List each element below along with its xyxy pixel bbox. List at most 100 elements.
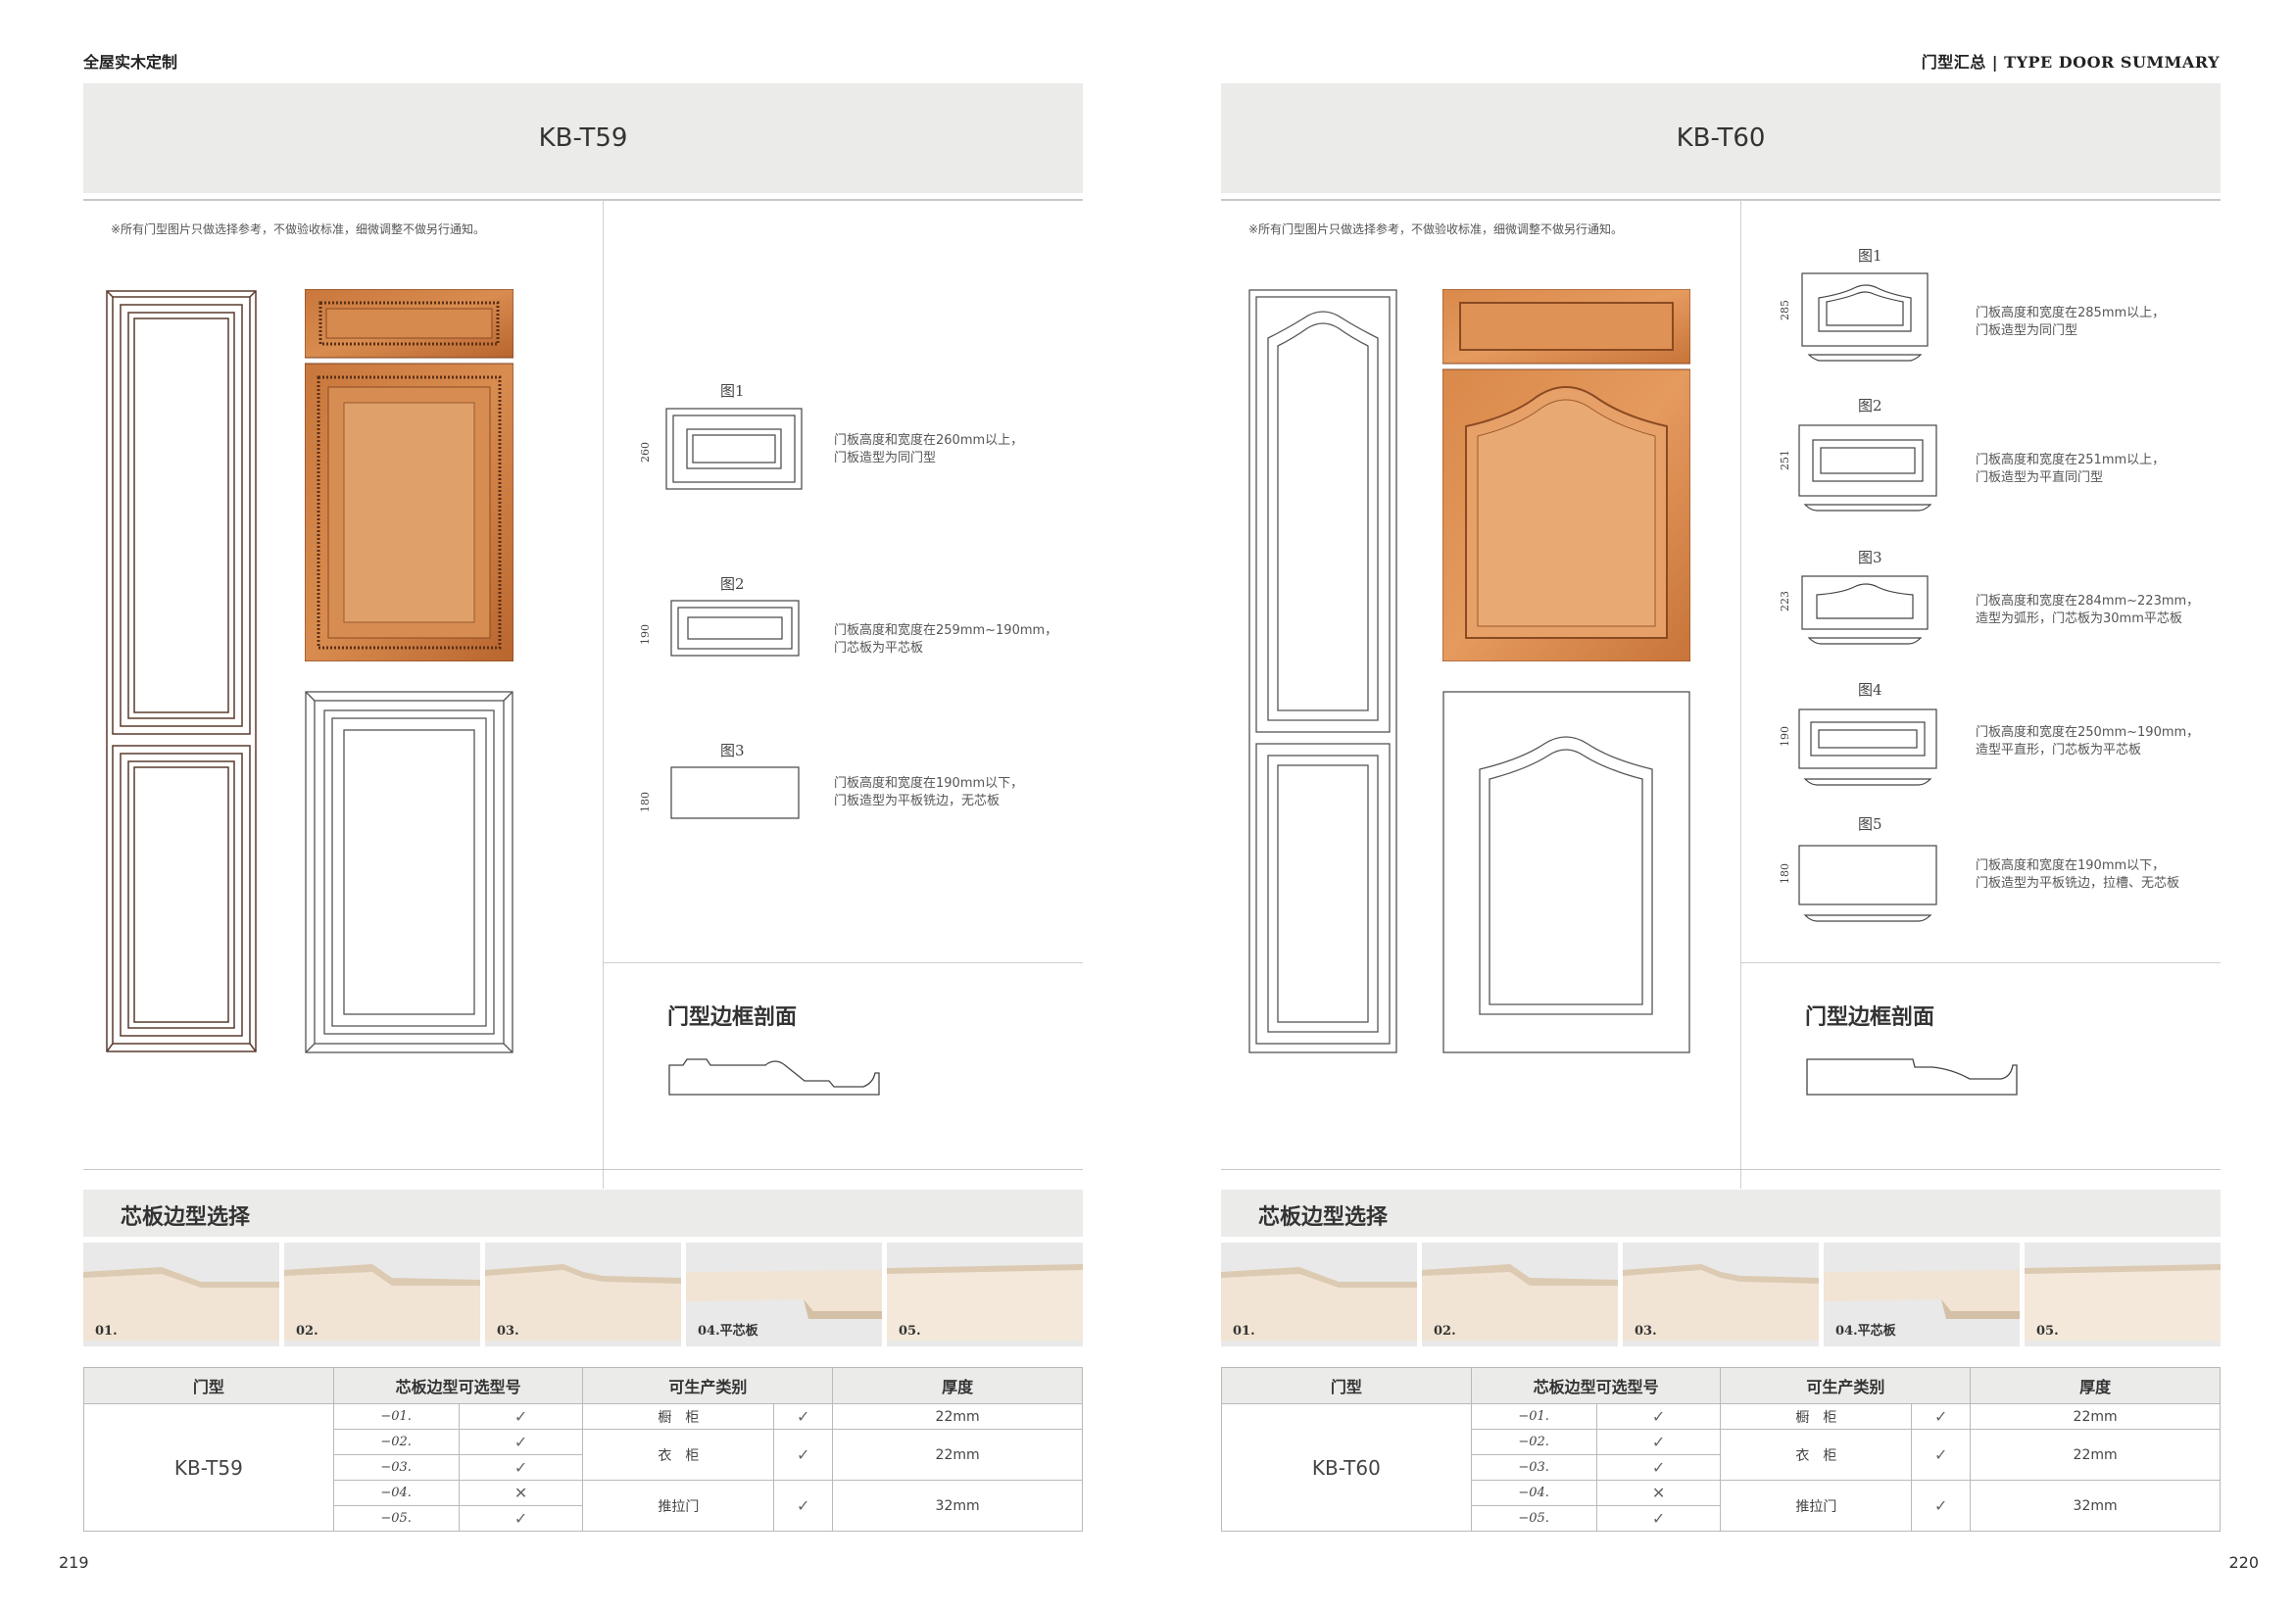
figure-3-drawing [1801, 575, 1929, 645]
figure-label: 图1 [1858, 247, 1882, 265]
figure-description: 门板高度和宽度在190mm以下，门板造型为平板铣边，无芯板 [834, 776, 1024, 808]
door-photo [305, 289, 513, 661]
edge-availability-mark: ✓ [1595, 1454, 1722, 1481]
thickness-cell: 32mm [1970, 1480, 2221, 1532]
edge-section-title: 芯板边型选择 [1258, 1204, 1389, 1230]
edge-code: −01. [332, 1403, 460, 1430]
figure-5-drawing [1798, 845, 1937, 922]
figure-3-drawing [670, 766, 800, 819]
table-header: 门型 [1221, 1367, 1472, 1404]
edge-code: −05. [1470, 1505, 1597, 1532]
edge-swatch-row: 01. 02. 03. 04.平芯板 05. [83, 1243, 1083, 1346]
figure-1-drawing [665, 408, 803, 490]
disclaimer-note: ※所有门型图片只做选择参考，不做验收标准，细微调整不做另行通知。 [1248, 222, 1624, 236]
frame-profile-title: 门型边框剖面 [667, 1004, 798, 1030]
edge-section-title: 芯板边型选择 [121, 1204, 251, 1230]
figure-2-drawing [670, 600, 800, 657]
table-header: 厚度 [1970, 1367, 2221, 1404]
dimension-label: 180 [639, 792, 652, 812]
edge-code: −02. [332, 1429, 460, 1455]
row-divider [603, 962, 1083, 963]
dimension-label: 190 [1779, 726, 1791, 747]
figure-description: 门板高度和宽度在250mm~190mm，造型平直形，门芯板为平芯板 [1976, 725, 2200, 757]
dimension-label: 251 [1779, 450, 1791, 470]
page-kb-t59: KB-T59 ※所有门型图片只做选择参考，不做验收标准，细微调整不做另行通知。 [83, 83, 1083, 1534]
edge-code: −02. [1470, 1429, 1597, 1455]
disclaimer-note: ※所有门型图片只做选择参考，不做验收标准，细微调整不做另行通知。 [111, 222, 486, 236]
figure-4-drawing [1798, 708, 1937, 786]
figure-description: 门板高度和宽度在259mm~190mm，门芯板为平芯板 [834, 623, 1058, 656]
column-divider [1740, 199, 1741, 1189]
edge-swatch: 04.平芯板 [1824, 1243, 2020, 1346]
edge-availability-mark: ✓ [1595, 1403, 1722, 1430]
edge-swatch: 04.平芯板 [686, 1243, 882, 1346]
figure-label: 图2 [1858, 397, 1882, 415]
table-header: 厚度 [832, 1367, 1083, 1404]
edge-code: −03. [332, 1454, 460, 1481]
column-divider [603, 199, 604, 1189]
frame-profile-drawing [668, 1058, 880, 1096]
dimension-label: 223 [1779, 591, 1791, 611]
table-header: 可生产类别 [582, 1367, 834, 1404]
figure-description: 门板高度和宽度在190mm以下，门板造型为平板铣边，拉槽、无芯板 [1976, 858, 2180, 891]
category-cell: 橱 柜 [582, 1403, 775, 1430]
thickness-cell: 22mm [1970, 1429, 2221, 1481]
figure-description: 门板高度和宽度在260mm以上，门板造型为同门型 [834, 433, 1024, 465]
edge-availability-mark: ✓ [458, 1505, 584, 1532]
table-header: 门型 [83, 1367, 334, 1404]
edge-swatch: 05. [887, 1243, 1083, 1346]
edge-swatch-row: 01. 02. 03. 04.平芯板 05. [1221, 1243, 2221, 1346]
edge-swatch: 05. [2025, 1243, 2221, 1346]
edge-swatch: 01. [83, 1243, 279, 1346]
edge-availability-mark: ✓ [1595, 1429, 1722, 1455]
door-line-drawing [1442, 691, 1690, 1053]
figure-description: 门板高度和宽度在251mm以上，门板造型为平直同门型 [1976, 453, 2166, 485]
spec-table: 门型 芯板边型可选型号 可生产类别 厚度 KB-T59 −01. ✓ 橱 柜 ✓… [83, 1367, 1083, 1532]
page-number: 219 [59, 1553, 89, 1572]
divider [1221, 1169, 2221, 1170]
dimension-label: 180 [1779, 863, 1791, 884]
figure-label: 图5 [1858, 815, 1882, 833]
figure-2-drawing [1798, 424, 1937, 512]
divider [1221, 199, 2221, 201]
spec-table: 门型 芯板边型可选型号 可生产类别 厚度 KB-T60 −01. ✓ 橱 柜 ✓… [1221, 1367, 2221, 1532]
table-header: 芯板边型可选型号 [1470, 1367, 1722, 1404]
edge-swatch: 03. [1623, 1243, 1819, 1346]
category-cell: 推拉门 [582, 1480, 775, 1532]
door-line-drawing [305, 691, 513, 1053]
edge-code: −01. [1470, 1403, 1597, 1430]
model-title: KB-T60 [1221, 83, 2221, 193]
category-cell: 衣 柜 [582, 1429, 775, 1481]
table-model-cell: KB-T60 [1221, 1403, 1472, 1532]
table-model-cell: KB-T59 [83, 1403, 334, 1532]
category-mark: ✓ [773, 1429, 834, 1481]
dimension-label: 285 [1779, 300, 1791, 320]
edge-swatch: 02. [1422, 1243, 1618, 1346]
figure-label: 图1 [720, 382, 745, 400]
frame-profile-title: 门型边框剖面 [1805, 1004, 1935, 1030]
category-cell: 衣 柜 [1720, 1429, 1913, 1481]
edge-code: −04. [1470, 1480, 1597, 1506]
edge-availability-mark: ✓ [1595, 1505, 1722, 1532]
figure-label: 图3 [720, 742, 745, 759]
figure-label: 图4 [1858, 681, 1882, 699]
table-header: 芯板边型可选型号 [332, 1367, 584, 1404]
edge-code: −04. [332, 1480, 460, 1506]
dimension-label: 190 [639, 624, 652, 645]
divider [83, 199, 1083, 201]
model-title: KB-T59 [83, 83, 1083, 193]
door-photo [1442, 289, 1690, 661]
row-divider [1740, 962, 2221, 963]
thickness-cell: 22mm [832, 1429, 1083, 1481]
dimension-label: 260 [639, 442, 652, 463]
category-mark: ✓ [773, 1403, 834, 1430]
edge-code: −03. [1470, 1454, 1597, 1481]
edge-swatch: 03. [485, 1243, 681, 1346]
thickness-cell: 32mm [832, 1480, 1083, 1532]
category-cell: 推拉门 [1720, 1480, 1913, 1532]
category-mark: ✓ [1911, 1480, 1972, 1532]
figure-description: 门板高度和宽度在285mm以上，门板造型为同门型 [1976, 306, 2166, 338]
category-mark: ✓ [773, 1480, 834, 1532]
section-title: 门型汇总 | TYPE DOOR SUMMARY [1921, 53, 2220, 72]
figure-label: 图2 [720, 575, 745, 593]
